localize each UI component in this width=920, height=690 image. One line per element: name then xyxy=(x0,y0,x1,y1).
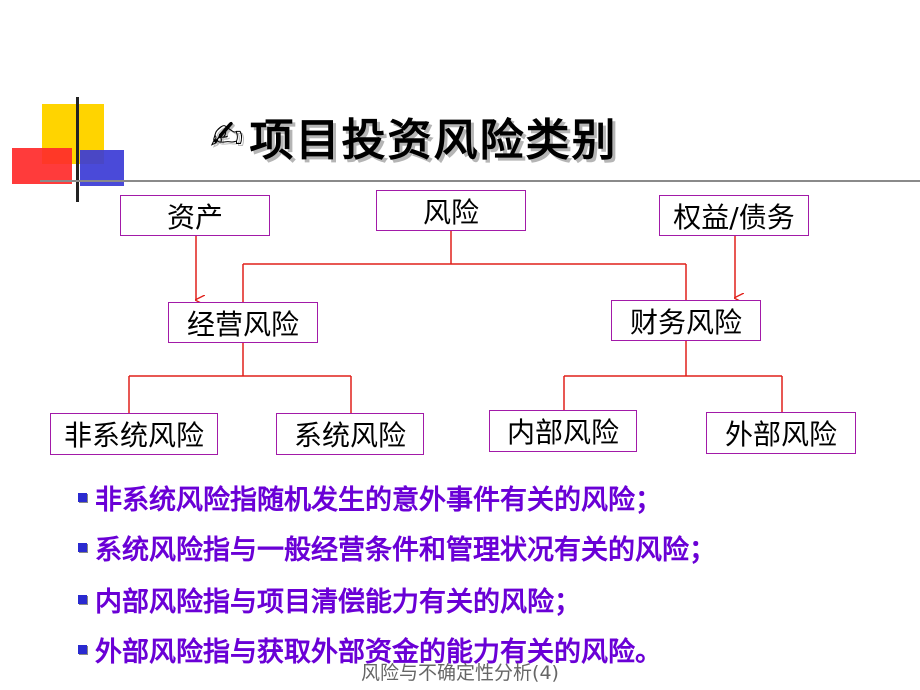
bullet-item: 外部风险指与获取外部资金的能力有关的风险。 xyxy=(78,628,662,670)
bullet-item: 非系统风险指随机发生的意外事件有关的风险； xyxy=(78,476,662,518)
node-financial-risk: 财务风险 xyxy=(611,300,761,341)
slide-title: ✍ 项目投资风险类别 xyxy=(210,106,618,166)
square-bullet-icon xyxy=(78,594,87,604)
square-bullet-icon xyxy=(78,542,87,552)
bullet-item: 系统风险指与一般经营条件和管理状况有关的风险； xyxy=(78,526,716,568)
decorative-vertical-line xyxy=(76,97,79,202)
decorative-red-block xyxy=(12,148,72,184)
square-bullet-icon xyxy=(78,492,87,502)
node-asset: 资产 xyxy=(120,195,270,236)
writing-hand-icon: ✍ xyxy=(210,113,244,159)
node-external-risk: 外部风险 xyxy=(706,412,856,454)
bullet-text: 非系统风险指随机发生的意外事件有关的风险； xyxy=(95,484,662,516)
decorative-horizontal-rule xyxy=(40,180,920,182)
node-internal-risk: 内部风险 xyxy=(489,410,637,452)
slide-footer: 风险与不确定性分析(4) xyxy=(361,662,559,684)
node-unsystematic-risk: 非系统风险 xyxy=(50,413,218,455)
bullet-text: 内部风险指与项目清偿能力有关的风险； xyxy=(95,586,581,618)
node-systematic-risk: 系统风险 xyxy=(276,413,424,455)
bullet-item: 内部风险指与项目清偿能力有关的风险； xyxy=(78,578,581,620)
square-bullet-icon xyxy=(78,644,87,654)
node-risk: 风险 xyxy=(376,190,526,231)
bullet-text: 系统风险指与一般经营条件和管理状况有关的风险； xyxy=(95,534,716,566)
slide-title-text: 项目投资风险类别 xyxy=(249,115,618,166)
bullet-text: 外部风险指与获取外部资金的能力有关的风险。 xyxy=(95,636,662,668)
node-equity-debt: 权益/债务 xyxy=(659,195,809,236)
node-operating-risk: 经营风险 xyxy=(168,302,318,343)
